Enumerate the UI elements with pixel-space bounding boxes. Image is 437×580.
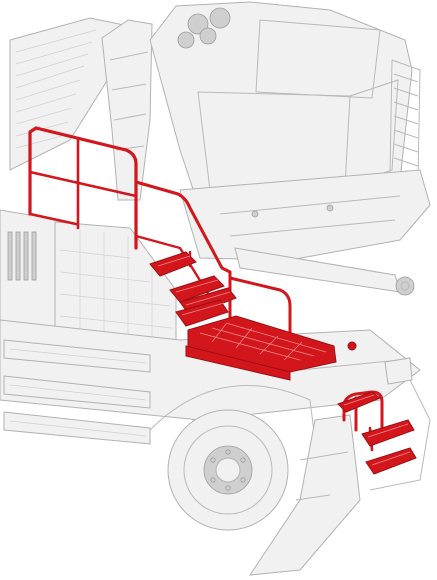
boom-column <box>101 19 153 201</box>
wheel-arch <box>149 384 326 521</box>
roof-fan-icon <box>209 7 231 29</box>
front-access-ladder <box>337 390 417 475</box>
roof-fan-icon <box>177 31 195 49</box>
roof-fan-icon <box>199 27 217 45</box>
engine-louvres <box>7 231 37 281</box>
main-boom <box>179 169 431 261</box>
stair-steps <box>149 251 237 327</box>
upper-handrail <box>28 126 138 250</box>
front-frame <box>299 359 431 491</box>
roof-fan-icon <box>187 13 209 35</box>
landing-platform <box>185 315 357 381</box>
side-step-stack <box>3 339 151 445</box>
machine-ghost-outline <box>0 1 431 576</box>
stair-handrail <box>134 180 292 354</box>
access-system-highlight <box>28 126 417 475</box>
